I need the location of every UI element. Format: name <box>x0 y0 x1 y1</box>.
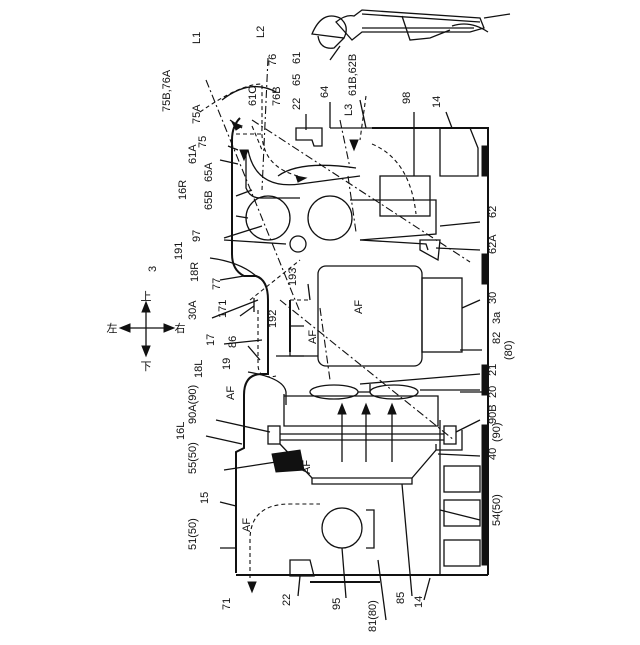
label-54: 54(50) <box>491 494 503 526</box>
block-90A <box>268 426 280 444</box>
af-label-4: AF <box>307 330 319 344</box>
label-22-top: 22 <box>291 98 303 110</box>
label-86: 86 <box>227 336 239 348</box>
shelf-54-c <box>444 540 480 566</box>
label-71: 71 <box>221 598 233 610</box>
label-16L: 16L <box>175 422 187 440</box>
label-61: 61 <box>291 52 303 64</box>
label-55: 55(50) <box>187 442 199 474</box>
air-path-bottom <box>250 504 320 578</box>
label-90A: 90A(90) <box>187 385 199 424</box>
label-90B: 90B <box>487 404 499 424</box>
af-label-5: AF <box>353 300 365 314</box>
right-window-top <box>482 146 488 176</box>
af-label-3: AF <box>301 460 313 474</box>
reference-labels: L1 L2 L3 75B,76A 75A 75 61A 16R 65A 65B … <box>147 26 515 632</box>
label-85: 85 <box>395 592 407 604</box>
compass-left: 左 <box>107 322 118 335</box>
worker-body <box>336 10 484 40</box>
label-40: 40 <box>487 448 499 460</box>
label-76B: 76B <box>271 86 283 106</box>
label-15: 15 <box>199 492 211 504</box>
cabinet-30-side <box>422 278 462 352</box>
label-65: 65 <box>291 74 303 86</box>
worker-figure <box>312 10 510 60</box>
label-191: 191 <box>173 242 185 260</box>
label-L1: L1 <box>191 32 203 44</box>
label-61B-62B: 61B,62B <box>347 54 359 96</box>
label-98: 98 <box>401 92 413 104</box>
label-75B-76A: 75B,76A <box>161 69 173 112</box>
label-62A: 62A <box>487 234 499 254</box>
label-51: 51(50) <box>187 518 199 550</box>
label-80a: (80) <box>503 340 515 360</box>
label-61C: 61C <box>247 86 259 106</box>
chamber-top <box>284 394 438 426</box>
label-L2: L2 <box>255 26 267 38</box>
label-62: 62 <box>487 206 499 218</box>
label-81: 81(80) <box>367 600 379 632</box>
cabinet-30 <box>318 266 422 366</box>
label-193: 193 <box>287 268 299 286</box>
label-16R: 16R <box>177 180 189 200</box>
label-18L: 18L <box>193 360 205 378</box>
label-14-bottom: 14 <box>413 596 425 608</box>
compass-right: 右 <box>175 321 186 335</box>
label-30A: 30A <box>187 300 199 320</box>
label-L3: L3 <box>343 104 355 116</box>
label-21: 21 <box>487 364 499 376</box>
drum-95 <box>322 508 362 548</box>
label-64: 64 <box>319 86 331 98</box>
box-14-top <box>440 128 478 176</box>
direction-compass: 上 下 左 右 <box>107 290 186 373</box>
label-65A: 65A <box>203 162 215 182</box>
shelf-54-a <box>444 466 480 492</box>
reference-lines <box>200 58 470 592</box>
inner-structures <box>246 128 480 576</box>
label-90: (90) <box>491 422 503 442</box>
af-label-1: AF <box>225 386 237 400</box>
label-3: 3 <box>147 266 159 272</box>
label-20: 20 <box>487 386 499 398</box>
roller-97 <box>290 236 306 252</box>
label-19: 19 <box>221 358 233 370</box>
compass-down: 下 <box>141 361 152 373</box>
line-L2 <box>262 58 268 190</box>
label-14-top: 14 <box>431 96 443 108</box>
label-95: 95 <box>331 598 343 610</box>
label-3a: 3a <box>491 311 503 324</box>
compass-up: 上 <box>141 290 152 303</box>
af-label-2: AF <box>241 518 253 532</box>
block-90B <box>444 426 456 444</box>
label-97: 97 <box>191 230 203 242</box>
label-17: 17 <box>205 334 217 346</box>
drum-right <box>308 196 352 240</box>
right-window-bottom <box>482 425 488 565</box>
label-75A: 75A <box>191 104 203 124</box>
fan-21 <box>310 385 358 399</box>
part-22-top <box>296 128 322 146</box>
label-30: 30 <box>487 292 499 304</box>
label-82: 82 <box>491 332 503 344</box>
box-98 <box>380 176 430 216</box>
label-65B: 65B <box>203 190 215 210</box>
label-61A: 61A <box>187 144 199 164</box>
label-76: 76 <box>267 54 279 66</box>
label-18R: 18R <box>189 262 201 282</box>
label-192: 192 <box>267 310 279 328</box>
part-22-bottom <box>290 560 314 576</box>
label-22-bottom: 22 <box>281 594 293 606</box>
